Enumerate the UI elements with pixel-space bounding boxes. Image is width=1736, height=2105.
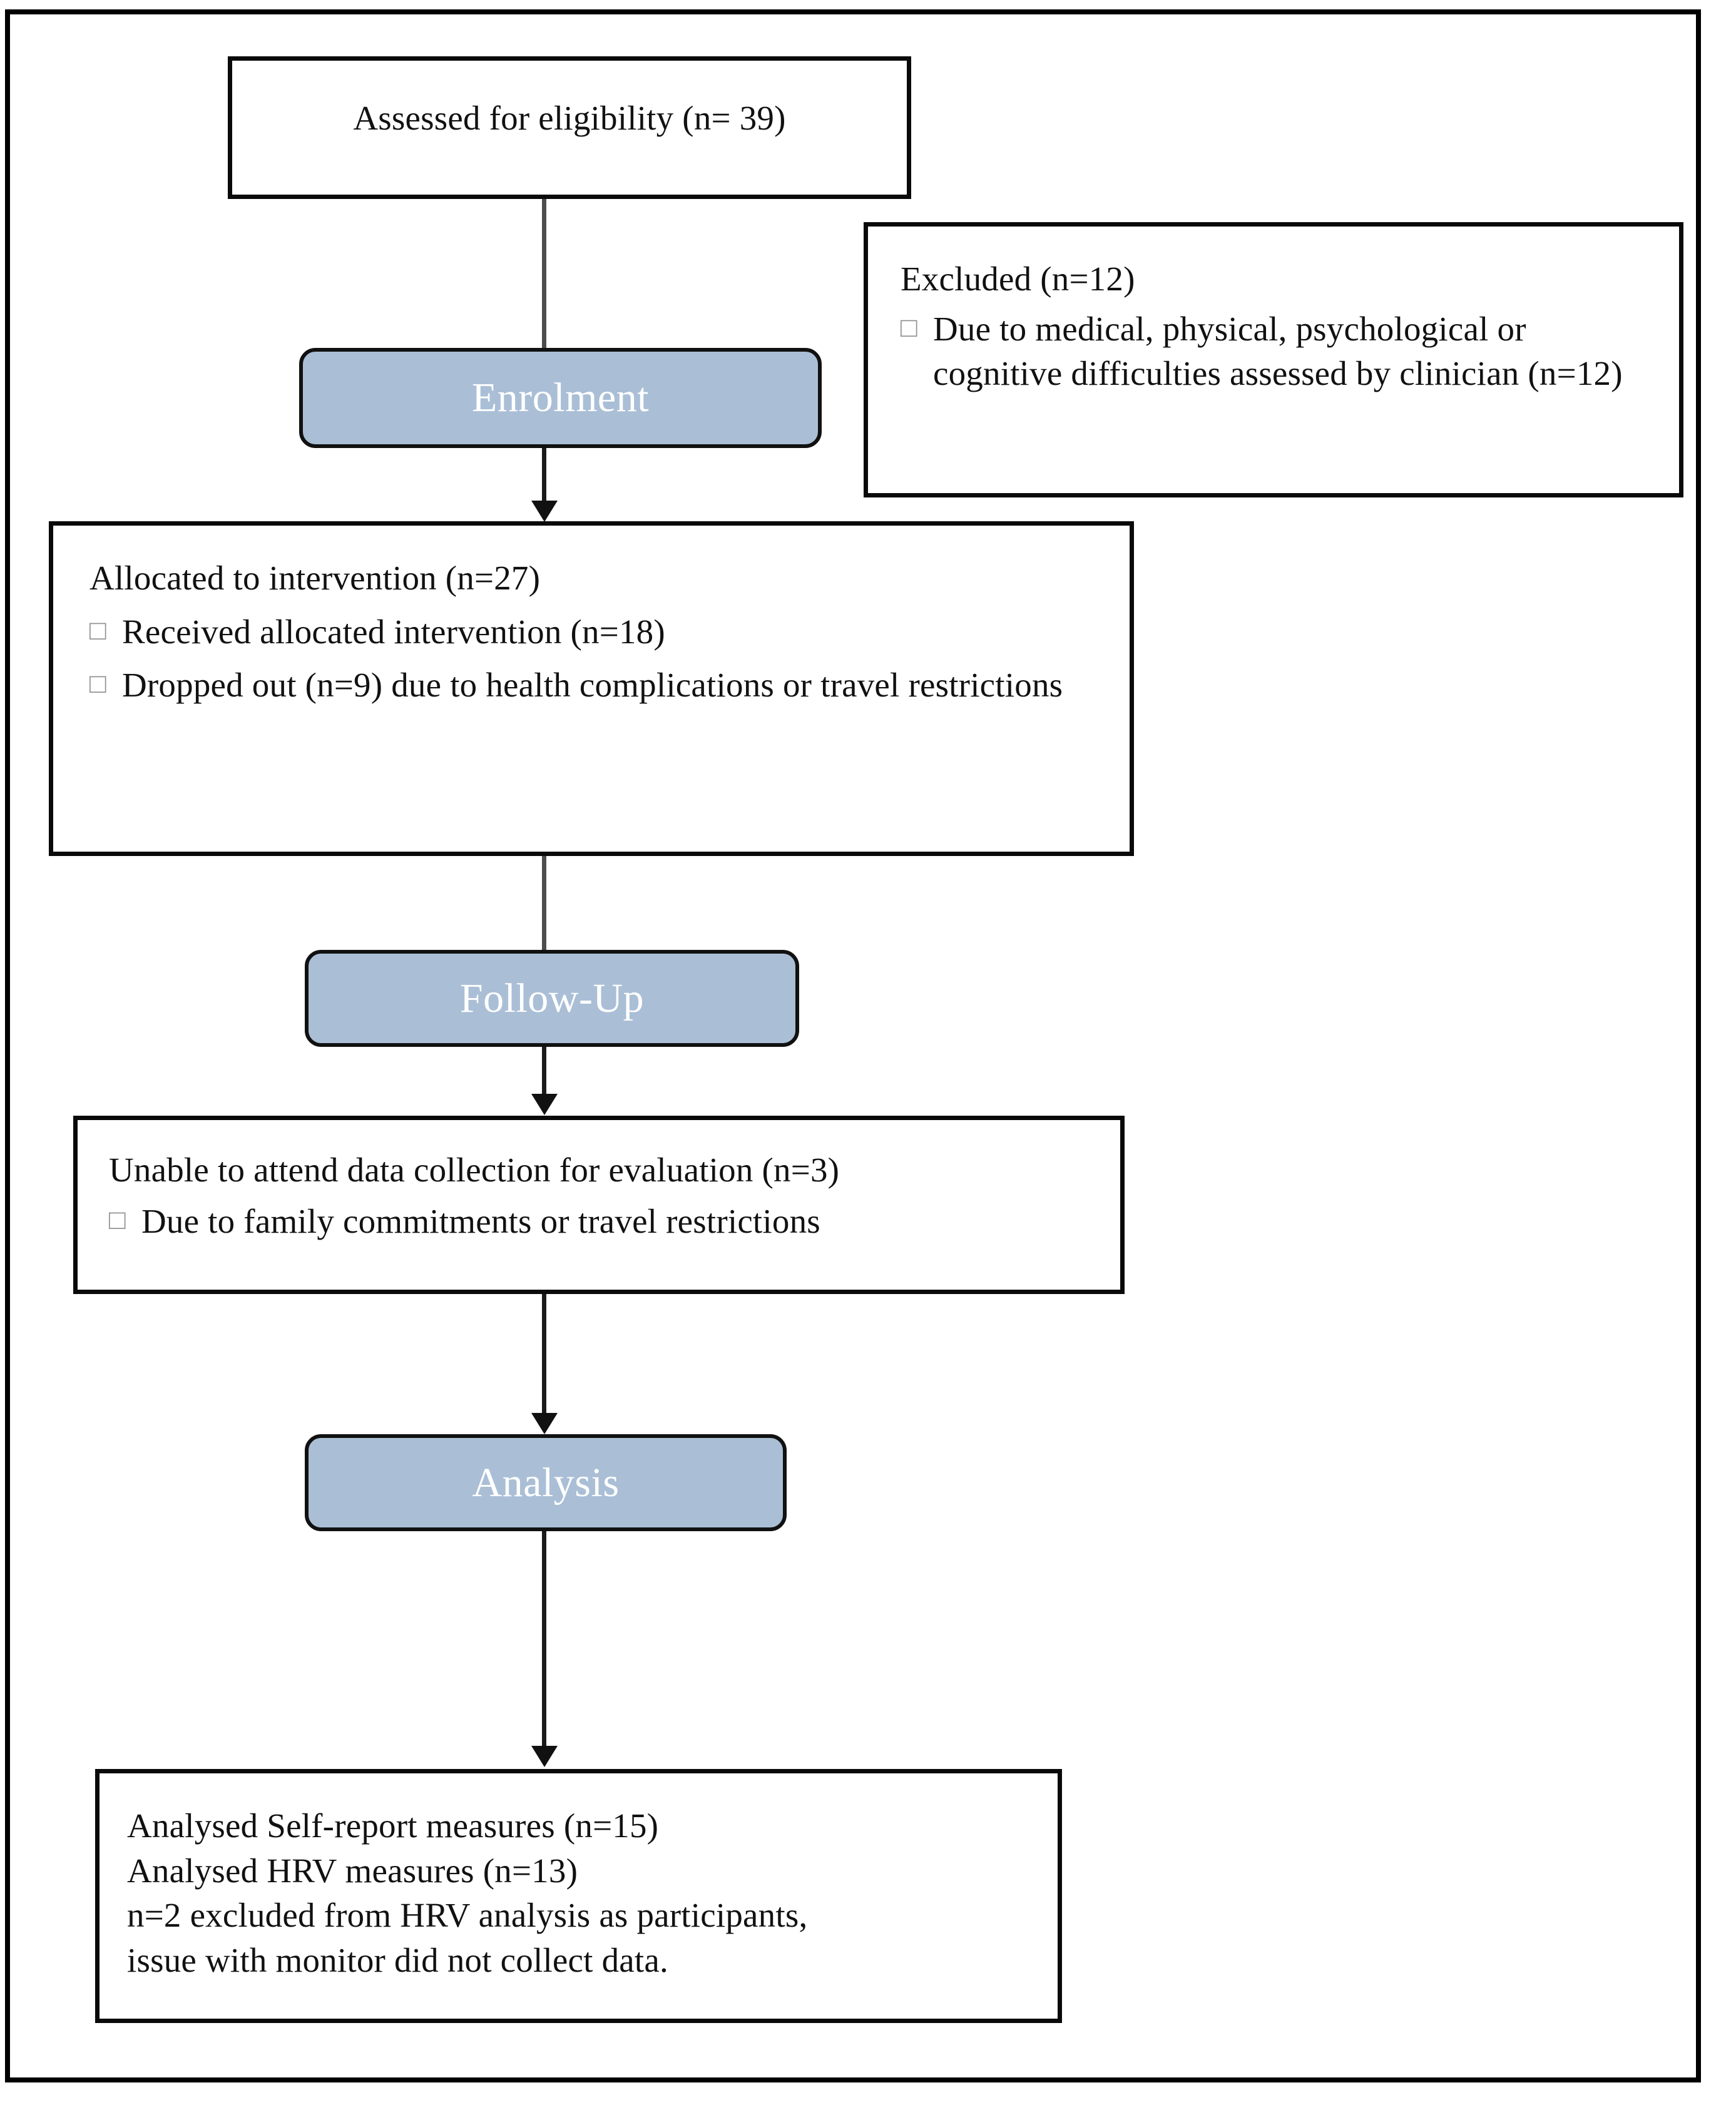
- page-border: [5, 9, 1701, 2082]
- connector-unable-to-analysis: [542, 1294, 546, 1419]
- assessed-for-eligibility-text: Assessed for eligibility (n= 39): [353, 99, 786, 137]
- stage-enrolment-label: Enrolment: [471, 375, 650, 420]
- arrowhead-to-unable: [531, 1094, 558, 1115]
- allocated-bullet-2: Dropped out (n=9) due to health complica…: [122, 666, 1063, 704]
- arrowhead-to-results: [531, 1746, 558, 1767]
- square-bullet-icon: □: [89, 668, 106, 699]
- allocated-heading: Allocated to intervention (n=27): [89, 559, 541, 597]
- stage-analysis: Analysis: [305, 1434, 787, 1531]
- square-bullet-icon: □: [901, 312, 917, 343]
- analysed-line-4: issue with monitor did not collect data.: [127, 1940, 668, 1979]
- arrowhead-to-analysis: [531, 1413, 558, 1434]
- analysed-line-3: n=2 excluded from HRV analysis as partic…: [127, 1896, 808, 1934]
- unable-bullet-1: Due to family commitments or travel rest…: [141, 1201, 820, 1240]
- arrowhead-to-allocated: [531, 501, 558, 522]
- analysed-line-1: Analysed Self-report measures (n=15): [127, 1807, 659, 1845]
- unable-heading: Unable to attend data collection for eva…: [109, 1151, 840, 1189]
- stage-analysis-label: Analysis: [472, 1459, 620, 1506]
- connector-allocated-to-followup: [542, 856, 546, 951]
- excluded-bullet-1: Due to medical, physical, psychological …: [933, 309, 1623, 393]
- connector-analysis-to-results: [542, 1531, 546, 1747]
- stage-enrolment: Enrolment: [299, 348, 822, 448]
- connector-enrolment-to-allocated: [542, 448, 546, 502]
- excluded-heading: Excluded (n=12): [901, 260, 1135, 298]
- box-excluded: Excluded (n=12) □ Due to medical, physic…: [864, 222, 1683, 497]
- connector-eligibility-to-enrolment: [542, 199, 546, 349]
- connector-followup-to-unable: [542, 1047, 546, 1094]
- square-bullet-icon: □: [89, 614, 106, 646]
- allocated-bullet-1: Received allocated intervention (n=18): [122, 612, 665, 651]
- stage-follow-up: Follow-Up: [305, 950, 799, 1047]
- square-bullet-icon: □: [109, 1204, 126, 1235]
- stage-follow-up-label: Follow-Up: [459, 975, 645, 1021]
- box-analysed-results: Analysed Self-report measures (n=15) Ana…: [95, 1769, 1062, 2023]
- box-unable-to-attend: Unable to attend data collection for eva…: [73, 1116, 1125, 1294]
- box-assessed-for-eligibility: Assessed for eligibility (n= 39): [228, 56, 911, 199]
- box-allocated-to-intervention: Allocated to intervention (n=27) □ Recei…: [49, 521, 1134, 856]
- analysed-line-2: Analysed HRV measures (n=13): [127, 1851, 578, 1890]
